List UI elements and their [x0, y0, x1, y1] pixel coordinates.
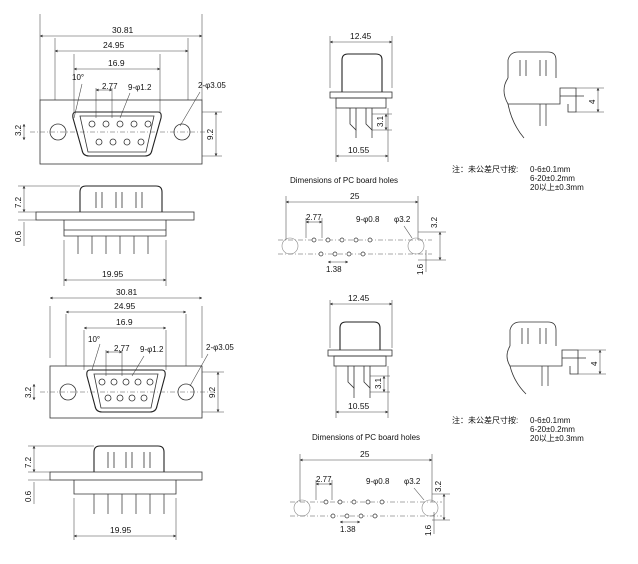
dim-angle-2: 10°: [88, 335, 100, 344]
note-line-3-2: 20以上±0.3mm: [530, 434, 584, 443]
shell-outline-2: [86, 369, 166, 413]
dim-detail-height-2: 4: [590, 361, 599, 366]
tolerance-note: 注：未公差尺寸按: 0-6±0.1mm 6-20±0.2mm 20以上±0.3m…: [452, 164, 584, 192]
dim-shell-width-2: 24.95: [114, 301, 136, 311]
pin-row-top: [88, 120, 152, 128]
pcb-pitch: 2.77: [306, 213, 322, 222]
pcb-row-offset-2: 1.38: [340, 525, 356, 534]
pcb-hole-count: 9-φ0.8: [356, 215, 380, 224]
dim-height-right: 9.2: [206, 128, 215, 140]
pcb-title-2: Dimensions of PC board holes: [312, 433, 420, 442]
dim-pin-diameter-2: 9-φ1.2: [140, 345, 164, 354]
note-line-2: 6-20±0.2mm: [530, 174, 575, 183]
dim-overall-width-2: 30.81: [116, 287, 138, 297]
pin-row-bottom-2: [104, 394, 148, 402]
dim-overall-width: 30.81: [112, 25, 134, 35]
pcb-offset-2: 1.6: [424, 524, 433, 536]
pcb-holes-view: Dimensions of PC board holes 25 2.77 9-φ…: [278, 176, 446, 275]
tolerance-note-2: 注：未公差尺寸按: 0-6±0.1mm 6-20±0.2mm 20以上±0.3m…: [452, 415, 584, 443]
dim-side-bottom-width-2: 10.55: [348, 401, 370, 411]
dim-pin-span-2: 19.95: [110, 525, 132, 535]
flange-plate: [35, 211, 195, 221]
dim-height-left: 3.2: [14, 124, 23, 136]
dim-side-bottom-width: 10.55: [348, 145, 370, 155]
pcb-mount-dia-2: φ3.2: [404, 477, 421, 486]
pcb-hole-row-2: [323, 499, 385, 519]
detail-view-2: 4: [506, 321, 606, 395]
note-line-2-2: 6-20±0.2mm: [530, 425, 575, 434]
pcb-span: 25: [350, 191, 360, 201]
side-view: 12.45 3.1 10.55: [329, 31, 393, 162]
dim-inner-width-2: 16.9: [116, 317, 133, 327]
pcb-hole-count-2: 9-φ0.8: [366, 477, 390, 486]
connector-top-body-2: [93, 445, 165, 472]
pcb-pins: [77, 236, 149, 254]
dim-side-top-width-2: 12.45: [348, 293, 370, 303]
dim-angle: 10°: [72, 73, 84, 82]
dim-flange-thickness: 0.6: [14, 230, 23, 242]
dim-pin-diameter: 9-φ1.2: [128, 83, 152, 92]
front-view-2: 30.81 24.95 16.9 10° 2.77 9-φ1.2 2-φ3.05: [24, 287, 234, 419]
dim-height-left-2: 3.2: [24, 386, 33, 398]
dim-body-height: 7.2: [14, 196, 23, 208]
dim-mount-holes-2: 2-φ3.05: [206, 343, 234, 352]
pcb-mount-hole-right-2: [421, 499, 439, 517]
drawing-set-top: 30.81 24.95 16.9 10° 2.77 9-φ1.2 2-φ3.0: [14, 14, 604, 286]
pin-row-bottom: [95, 138, 145, 146]
bottom-view: 7.2 0.6 19.95: [14, 185, 195, 286]
pcb-hole-row: [311, 237, 373, 257]
pin-row-top-2: [98, 378, 154, 386]
note-line-1-2: 0-6±0.1mm: [530, 416, 571, 425]
dim-side-top-width: 12.45: [350, 31, 372, 41]
connector-top-body: [79, 185, 163, 212]
note-label: 注：未公差尺寸按:: [452, 164, 518, 174]
dim-mount-holes: 2-φ3.05: [198, 81, 226, 90]
dim-inner-width: 16.9: [108, 58, 125, 68]
pcb-row-offset: 1.38: [326, 265, 342, 274]
pcb-height: 3.2: [430, 216, 439, 228]
pcb-mount-hole-right: [407, 237, 425, 255]
pcb-mount-hole-left-2: [293, 499, 311, 517]
side-view-2: 12.45 3.1 10.55: [327, 293, 393, 418]
dim-pin-pitch-2: 2.77: [114, 344, 130, 353]
pcb-holes-view-2: Dimensions of PC board holes 25 2.77 9-φ…: [290, 433, 450, 536]
detail-view: 4: [503, 51, 604, 139]
bottom-view-2: 7.2 0.6 19.95: [24, 445, 203, 540]
pcb-span-2: 25: [360, 449, 370, 459]
drawing-set-bottom: 30.81 24.95 16.9 10° 2.77 9-φ1.2 2-φ3.05: [24, 287, 606, 540]
pcb-title: Dimensions of PC board holes: [290, 176, 398, 185]
pcb-mount-dia: φ3.2: [394, 215, 411, 224]
dim-pin-span: 19.95: [102, 269, 124, 279]
shell-outline: [72, 111, 162, 157]
note-label-2: 注：未公差尺寸按:: [452, 415, 518, 425]
dim-shell-width: 24.95: [103, 40, 125, 50]
pcb-offset: 1.6: [416, 263, 425, 275]
dim-side-pin-offset: 3.1: [376, 115, 385, 127]
side-shell-2: [339, 321, 381, 350]
side-shell: [341, 53, 383, 92]
note-line-3: 20以上±0.3mm: [530, 183, 584, 192]
dim-height-right-2: 9.2: [208, 386, 217, 398]
dim-body-height-2: 7.2: [24, 456, 33, 468]
pcb-pins-2: [93, 494, 165, 514]
dim-side-pin-offset-2: 3.1: [374, 377, 383, 389]
pcb-pitch-2: 2.77: [316, 475, 332, 484]
note-line-1: 0-6±0.1mm: [530, 165, 571, 174]
pcb-height-2: 3.2: [434, 480, 443, 492]
dim-pin-pitch: 2.77: [102, 82, 118, 91]
pcb-mount-hole-left: [281, 237, 299, 255]
front-view: 30.81 24.95 16.9 10° 2.77 9-φ1.2 2-φ3.0: [14, 14, 226, 165]
dim-detail-height: 4: [588, 99, 597, 104]
flange-plate-2: [49, 471, 203, 481]
dim-flange-thickness-2: 0.6: [24, 490, 33, 502]
